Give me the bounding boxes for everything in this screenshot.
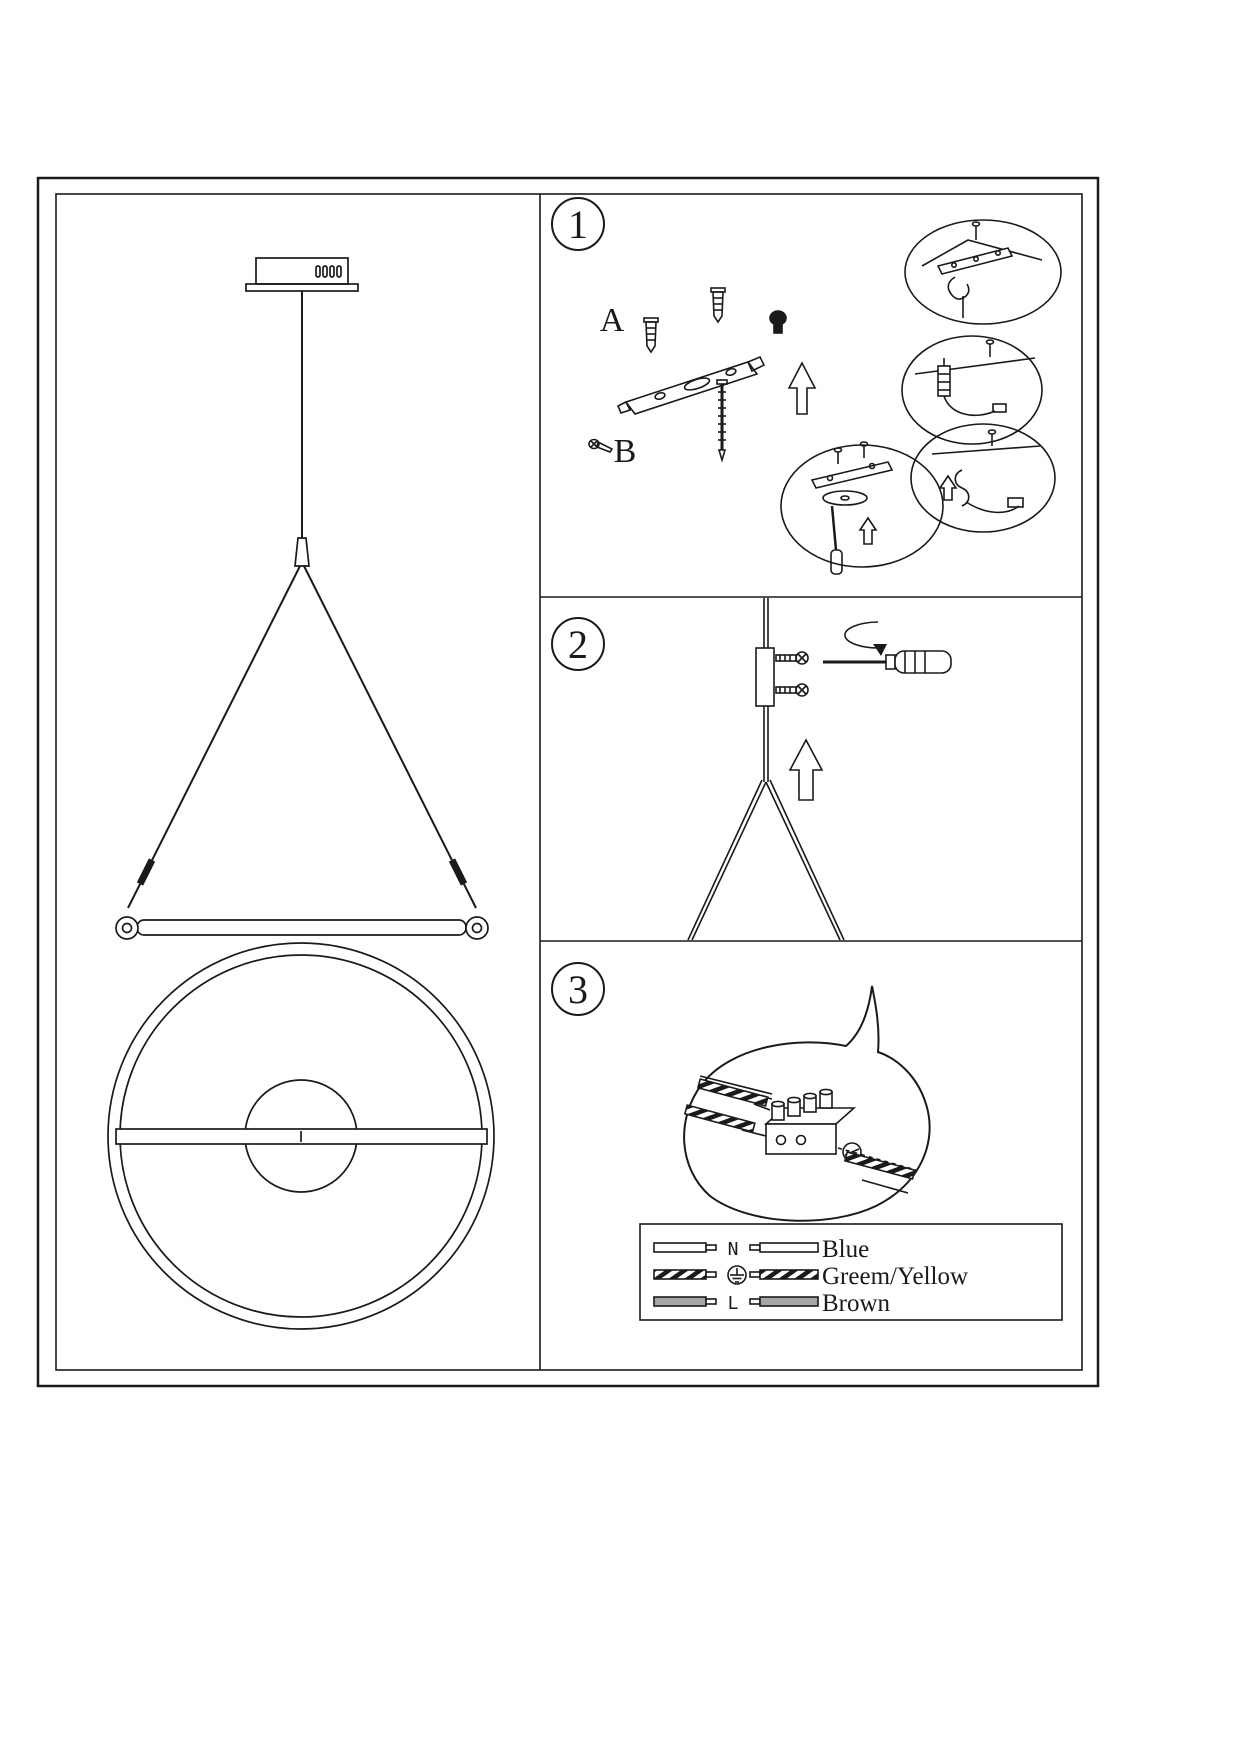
arrow-up-icon	[787, 361, 817, 415]
step-2-number: 2	[568, 622, 588, 667]
page-border	[36, 176, 1100, 1388]
step-badges: 1 2 3	[551, 197, 605, 1016]
earth-symbol-icon	[727, 1265, 747, 1285]
rotate-arrow-icon	[844, 621, 887, 656]
wall-anchor-icon	[710, 287, 726, 324]
callout-hook-clamp	[910, 423, 1056, 533]
cord-clamp-plate	[755, 647, 775, 707]
mounting-bracket	[616, 355, 766, 415]
legend-row-brown: L Brown	[653, 1290, 891, 1317]
clamp-screw-icon	[775, 651, 809, 665]
step-1-badge: 1	[551, 197, 605, 251]
callout-canopy-screwdriver	[780, 441, 944, 575]
cable-ferrule-left	[136, 858, 156, 886]
short-screw-icon	[588, 438, 614, 453]
step-3-number: 3	[568, 967, 588, 1012]
wall-anchor-icon	[643, 317, 659, 354]
hook-icon	[947, 276, 970, 300]
knob-bolt-icon	[769, 310, 787, 334]
legend-row-blue: N Blue	[653, 1236, 869, 1263]
terminal-block-drawing	[683, 1075, 917, 1194]
lamp-overview-drawing	[107, 257, 495, 1330]
step-3-badge: 3	[551, 962, 605, 1016]
label-anchor-a: A	[600, 302, 625, 339]
striped-wire	[683, 1104, 756, 1133]
color-label-brown: Brown	[822, 1290, 891, 1317]
step-2-badge: 2	[551, 617, 605, 671]
step-1-number: 1	[568, 202, 588, 247]
callout-ceiling-bracket	[904, 219, 1062, 325]
striped-wire	[843, 1151, 916, 1180]
color-label-green-yellow: Greem/Yellow	[822, 1263, 968, 1290]
long-screw-icon	[716, 379, 728, 463]
ceiling-canopy	[245, 257, 359, 292]
clamp-screw-icon	[775, 683, 809, 697]
s-hook-icon	[954, 469, 970, 507]
arrow-up-icon	[858, 516, 878, 545]
ring-light-plan-view	[107, 942, 495, 1330]
suspension-cables	[127, 565, 477, 909]
color-label-blue: Blue	[822, 1236, 869, 1263]
arrow-up-icon	[788, 738, 824, 801]
arrow-up-icon	[938, 474, 958, 501]
step-3-panel: N Blue Greem/Yellow	[639, 985, 1063, 1321]
callout-wire-connector	[901, 335, 1043, 445]
cord-ferrule	[294, 537, 310, 567]
label-screw-b: B	[614, 433, 637, 470]
wiring-legend-table: N Blue Greem/Yellow	[639, 1223, 1063, 1321]
terminal-label-n: N	[728, 1239, 739, 1260]
screwdriver-icon	[823, 650, 952, 674]
step-1-panel: A B	[588, 219, 1062, 575]
step-2-panel	[687, 598, 952, 941]
terminal-pins	[771, 1088, 833, 1121]
terminal-label-l: L	[728, 1293, 739, 1314]
cable-ferrule-right	[448, 858, 468, 886]
legend-row-green-yellow: Greem/Yellow	[653, 1263, 968, 1290]
striped-wire	[696, 1078, 769, 1107]
screwdriver-handle	[830, 549, 843, 575]
screwdriver-shaft	[830, 505, 838, 551]
light-bar	[115, 916, 489, 940]
